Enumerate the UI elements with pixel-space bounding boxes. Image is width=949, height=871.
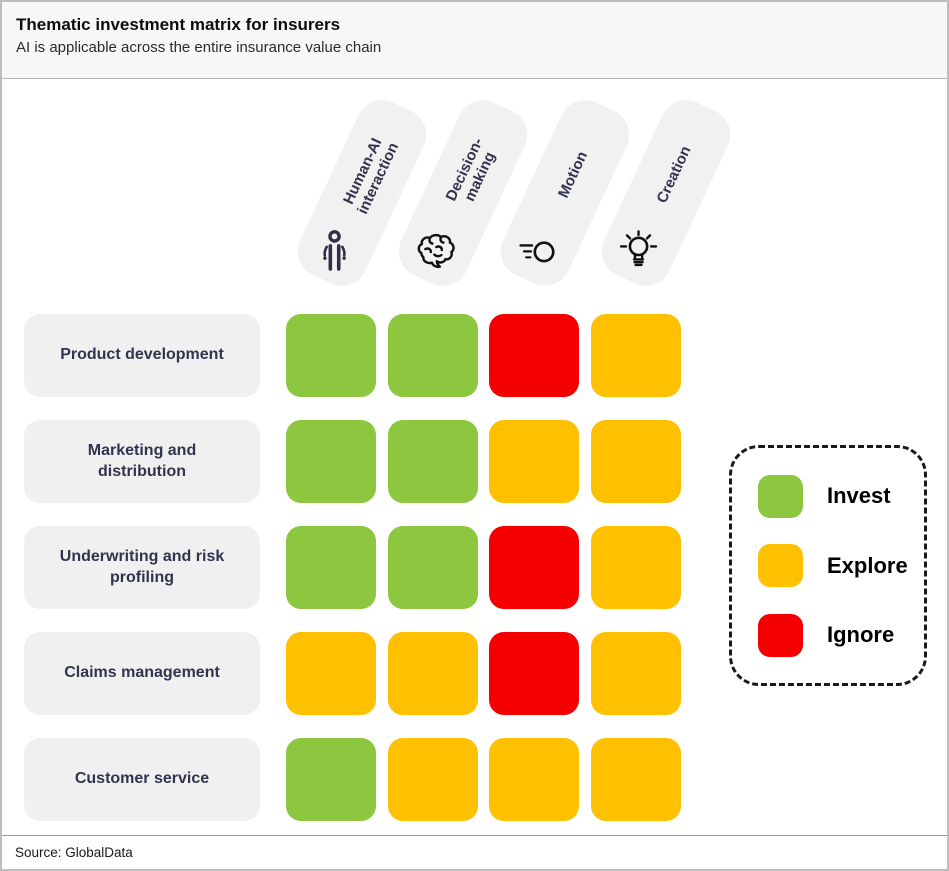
- source-footer: Source: GlobalData: [2, 835, 947, 869]
- matrix-cell: [591, 738, 681, 821]
- legend-item-ignore: Ignore: [758, 613, 924, 657]
- matrix-cell: [388, 632, 478, 715]
- column-header-label: Decision-making: [442, 135, 499, 205]
- lightbulb-icon: [619, 229, 659, 275]
- row-label-claims-management: Claims management: [24, 632, 260, 715]
- row-label-product-development: Product development: [24, 314, 260, 397]
- row-label-customer-service: Customer service: [24, 738, 260, 821]
- matrix-cell: [489, 314, 579, 397]
- matrix-cell: [286, 526, 376, 609]
- matrix-cell: [489, 738, 579, 821]
- legend-label: Invest: [827, 483, 891, 508]
- legend-label: Ignore: [827, 622, 895, 647]
- legend-item-explore: Explore: [758, 544, 924, 587]
- column-header-motion: Motion: [492, 91, 638, 295]
- chart-header: Thematic investment matrix for insurers …: [2, 2, 947, 79]
- matrix-cell: [489, 632, 579, 715]
- matrix-cell: [388, 738, 478, 821]
- legend-item-invest: Invest: [758, 474, 924, 518]
- matrix-cell: [489, 420, 579, 503]
- column-header-decision-making: Decision-making: [390, 91, 536, 295]
- matrix-cell: [286, 632, 376, 715]
- matrix-cell: [489, 526, 579, 609]
- matrix-cell: [591, 314, 681, 397]
- matrix-cell: [286, 420, 376, 503]
- explore-swatch: [758, 544, 803, 587]
- matrix-cell: [286, 738, 376, 821]
- motion-icon: [518, 229, 558, 275]
- matrix-cell: [388, 314, 478, 397]
- source-text: Source: GlobalData: [15, 845, 133, 860]
- matrix-cell: [388, 420, 478, 503]
- matrix-cell: [591, 420, 681, 503]
- matrix-cell: [591, 632, 681, 715]
- person-icon: [315, 229, 355, 275]
- matrix-cell: [591, 526, 681, 609]
- column-header-human-ai-interaction: Human-AI interaction: [289, 91, 435, 295]
- page-subtitle: AI is applicable across the entire insur…: [16, 38, 382, 56]
- matrix-cell: [388, 526, 478, 609]
- column-header-label: Human-AI interaction: [339, 135, 403, 217]
- invest-swatch: [758, 474, 803, 518]
- row-label-underwriting-and-risk-profiling: Underwriting and risk profiling: [24, 526, 260, 609]
- page-title: Thematic investment matrix for insurers: [16, 15, 341, 34]
- row-label-marketing-and-distribution: Marketing and distribution: [24, 420, 260, 503]
- column-header-label: Motion: [555, 148, 592, 201]
- column-header-creation: Creation: [593, 91, 739, 295]
- brain-icon: [414, 227, 458, 273]
- column-header-label: Creation: [653, 143, 695, 206]
- legend-label: Explore: [827, 552, 908, 578]
- ignore-swatch: [758, 613, 803, 657]
- matrix-cell: [286, 314, 376, 397]
- legend: Invest Explore Ignore: [729, 445, 927, 686]
